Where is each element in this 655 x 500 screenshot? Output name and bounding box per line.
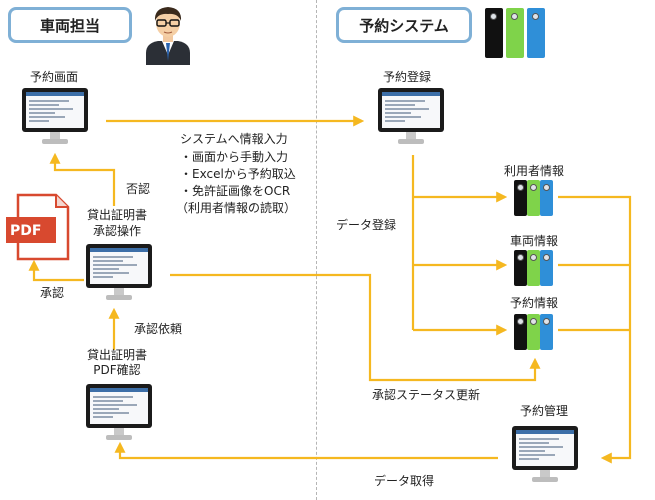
input-note-item: ・画面から手動入力 — [180, 150, 289, 164]
section-title-reservation-system: 予約システム — [336, 7, 472, 43]
section-divider — [316, 0, 317, 500]
user-info-label: 利用者情報 — [503, 164, 564, 178]
vehicle-info-label: 車両情報 — [509, 234, 558, 248]
section-title-vehicle-staff: 車両担当 — [8, 7, 132, 43]
input-note-item: ・Excelから予約取込 — [180, 167, 296, 181]
loan-cert-approval-label-line1: 貸出証明書 — [86, 208, 147, 222]
loan-cert-pdf-check-monitor-icon — [86, 384, 152, 442]
pdf-document-icon — [6, 193, 70, 261]
reservation-manage-monitor-icon — [512, 426, 578, 484]
person-icon — [146, 7, 190, 65]
vehicle-info-database-icon — [514, 250, 554, 286]
loan-cert-pdf-check-label-line1: 貸出証明書 — [86, 348, 147, 362]
input-note-item: （利用者情報の読取） — [176, 201, 297, 215]
reservation-manage-label: 予約管理 — [519, 404, 568, 418]
edge-label-reject: 否認 — [126, 182, 151, 196]
reservation-info-label: 予約情報 — [509, 296, 558, 310]
input-note-item: ・免許証画像をOCR — [180, 184, 291, 198]
user-info-database-icon — [514, 180, 554, 216]
reservation-register-monitor-icon — [378, 88, 444, 146]
server-icon — [485, 8, 545, 58]
reservation-info-database-icon — [514, 314, 554, 350]
reservation-screen-label: 予約画面 — [30, 70, 79, 84]
arrow-status-update — [170, 273, 541, 382]
edge-label-request-approval: 承認依頼 — [134, 322, 183, 336]
loan-cert-pdf-check-label-line2: PDF確認 — [93, 363, 141, 377]
arrow-approve — [28, 259, 84, 282]
input-note-title: システムへ情報入力 — [180, 132, 288, 146]
arrow-data-fetch — [114, 441, 498, 460]
edge-label-data-fetch: データ取得 — [374, 474, 435, 488]
edge-label-approval-status-update: 承認ステータス更新 — [372, 388, 481, 402]
loan-cert-approval-label-line2: 承認操作 — [92, 224, 141, 238]
pdf-label: PDF — [10, 223, 42, 239]
arrow-db-to-manage — [558, 195, 632, 464]
reservation-register-label: 予約登録 — [383, 70, 432, 84]
edge-label-approve: 承認 — [40, 286, 65, 300]
edge-label-data-register: データ登録 — [336, 218, 397, 232]
arrow-reject — [49, 152, 116, 206]
loan-cert-approval-monitor-icon — [86, 244, 152, 302]
reservation-screen-monitor-icon — [22, 88, 88, 146]
